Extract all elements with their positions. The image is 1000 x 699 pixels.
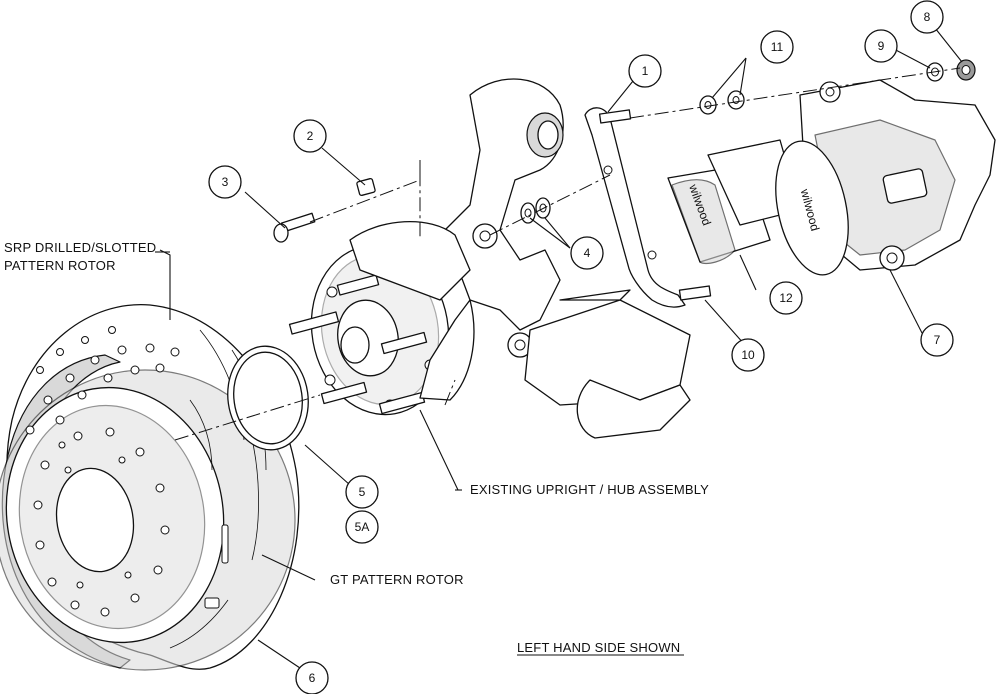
svg-text:6: 6 [309, 671, 316, 685]
callout-3: 3 [208, 165, 242, 199]
callout-5a: 5A [345, 510, 379, 544]
callout-12: 12 [769, 281, 803, 315]
caliper-bracket [584, 107, 712, 308]
existing-upright-label: EXISTING UPRIGHT / HUB ASSEMBLY [470, 482, 709, 497]
bushing [356, 177, 376, 197]
callout-1: 1 [628, 54, 662, 88]
svg-text:1: 1 [642, 64, 649, 78]
caliper-nut [956, 59, 976, 81]
callout-7: 7 [920, 323, 954, 357]
rotor-hat-holes [33, 427, 170, 617]
svg-text:8: 8 [924, 10, 931, 24]
gt-rotor-label: GT PATTERN ROTOR [330, 572, 464, 587]
callout-11: 11 [760, 30, 794, 64]
svg-text:7: 7 [934, 333, 941, 347]
srp-rotor-label-line2: PATTERN ROTOR [4, 258, 116, 273]
svg-text:10: 10 [741, 348, 755, 362]
callout-9: 9 [864, 29, 898, 63]
mount-bolt [273, 212, 316, 243]
svg-text:11: 11 [771, 40, 784, 54]
svg-text:12: 12 [779, 291, 793, 305]
callout-8: 8 [910, 0, 944, 34]
existing-upright [349, 78, 691, 439]
svg-text:3: 3 [222, 175, 229, 189]
srp-rotor-label-line1: SRP DRILLED/SLOTTED [4, 240, 156, 255]
caliper-washers [699, 90, 745, 115]
svg-text:5: 5 [359, 485, 366, 499]
hub-assembly [288, 244, 450, 416]
side-shown-label: LEFT HAND SIDE SHOWN [517, 640, 680, 655]
assembly-centerlines [174, 67, 961, 441]
brake-caliper: wilwood [775, 79, 996, 276]
callout-4: 4 [570, 236, 604, 270]
svg-text:2: 2 [307, 129, 314, 143]
wheel-studs [288, 274, 428, 415]
callout-5: 5 [345, 475, 379, 509]
callout-6: 6 [295, 661, 329, 695]
dust-seal-ring [227, 345, 309, 451]
svg-text:9: 9 [878, 39, 885, 53]
rotor-drilled-holes [25, 326, 180, 435]
callout-10: 10 [731, 338, 765, 372]
callout-2: 2 [293, 119, 327, 153]
leader-lines [159, 27, 963, 669]
rotor [0, 304, 300, 671]
svg-text:5A: 5A [355, 520, 370, 534]
svg-text:4: 4 [584, 246, 591, 260]
